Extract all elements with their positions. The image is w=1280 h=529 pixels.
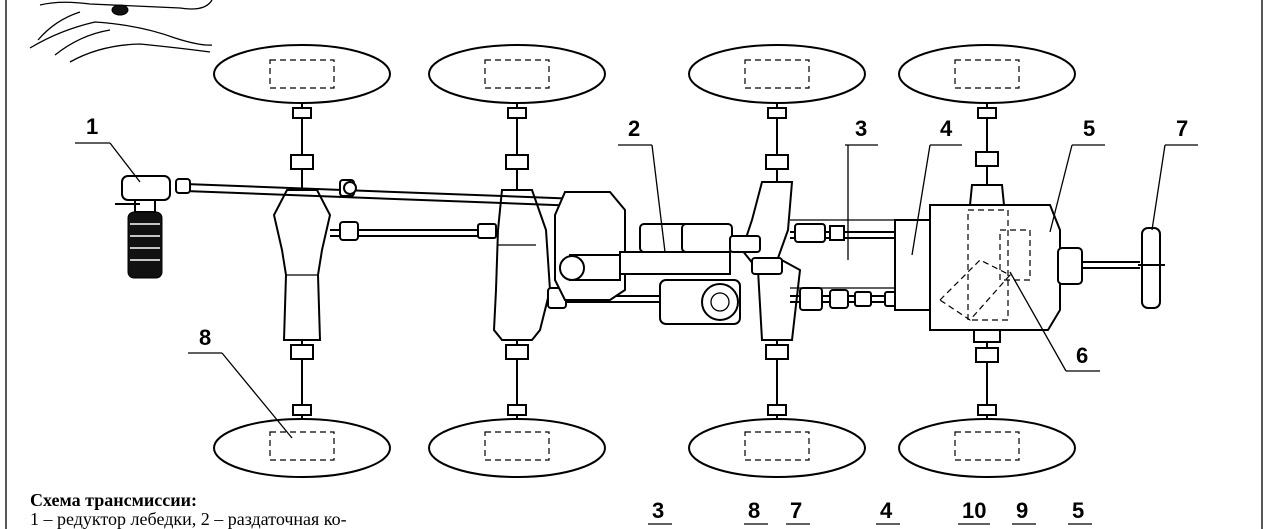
handwheel bbox=[1138, 227, 1165, 309]
bottom-label-3: 3 bbox=[652, 498, 664, 523]
wheel-top-4 bbox=[898, 44, 1076, 104]
bottom-label-5: 5 bbox=[1072, 498, 1084, 523]
bottom-label-7: 7 bbox=[790, 498, 802, 523]
callout-label-1: 1 bbox=[86, 114, 98, 139]
wheels bbox=[213, 44, 1076, 478]
bottom-label-9: 9 bbox=[1016, 498, 1028, 523]
callout-label-4: 4 bbox=[940, 116, 953, 141]
bottom-label-10: 10 bbox=[962, 498, 986, 523]
next-figure-labels: 3 8 7 4 10 9 5 bbox=[648, 498, 1092, 525]
wheel-bottom-3 bbox=[688, 418, 866, 478]
diagram-caption: Схема трансмиссии: 1 – редуктор лебедки,… bbox=[30, 491, 500, 529]
winch-reducer bbox=[115, 175, 171, 279]
bottom-label-8: 8 bbox=[748, 498, 760, 523]
callout-label-3: 3 bbox=[855, 116, 867, 141]
callout-label-8: 8 bbox=[199, 325, 211, 350]
callout-label-6: 6 bbox=[1076, 343, 1088, 368]
callout-label-5: 5 bbox=[1083, 116, 1095, 141]
axle-shafts bbox=[290, 103, 999, 419]
callouts: 1 2 3 4 5 6 7 8 bbox=[75, 114, 1198, 439]
transfer-case bbox=[554, 191, 783, 325]
bottom-label-4: 4 bbox=[880, 498, 893, 523]
wheel-bottom-2 bbox=[428, 418, 606, 478]
wheel-top-2 bbox=[428, 44, 606, 104]
caption-line: 1 – редуктор лебедки, 2 – раздаточная ко… bbox=[30, 509, 347, 529]
wheel-top-1 bbox=[213, 44, 391, 104]
caption-title: Схема трансмиссии: bbox=[30, 490, 197, 510]
wheel-bottom-1 bbox=[213, 418, 391, 478]
callout-label-2: 2 bbox=[628, 116, 640, 141]
wheel-bottom-4 bbox=[898, 418, 1076, 478]
wheel-top-3 bbox=[688, 44, 866, 104]
callout-label-7: 7 bbox=[1176, 116, 1188, 141]
driver-sketch bbox=[29, 0, 213, 63]
engine-block bbox=[929, 204, 1083, 331]
